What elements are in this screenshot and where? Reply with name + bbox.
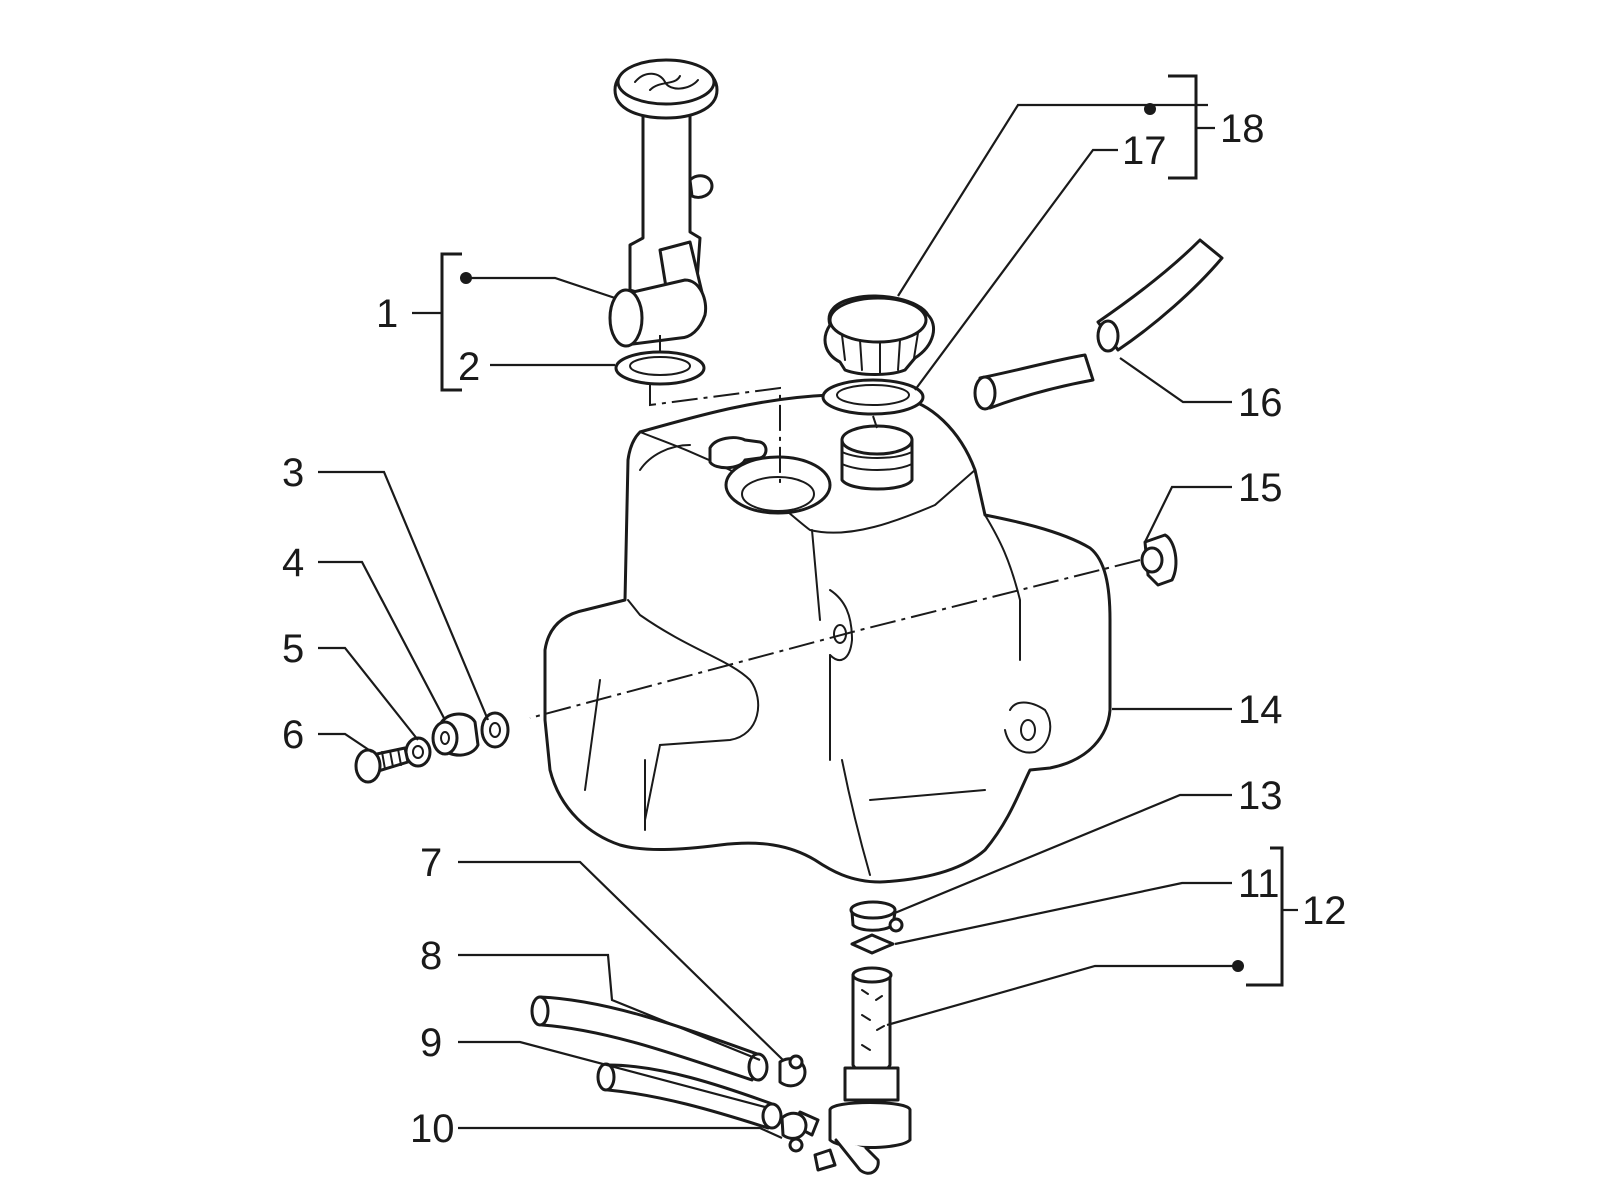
callout-2: 2 [458, 345, 480, 389]
bracket-12 [1246, 846, 1284, 987]
vent-hoses [973, 238, 1224, 411]
callout-3: 3 [282, 451, 304, 495]
callout-12: 12 [1302, 889, 1347, 933]
callout-8: 8 [420, 934, 442, 978]
gasket-washer-2 [614, 350, 706, 386]
fuel-hoses [530, 995, 783, 1130]
rubber-bushing-4 [431, 712, 480, 757]
bracket-1 [440, 252, 462, 392]
clip-nut [1140, 533, 1178, 587]
hose-clamp-13 [849, 900, 904, 933]
sub-assembly-dot-18 [1144, 103, 1156, 115]
callout-13: 13 [1238, 774, 1283, 818]
callout-18: 18 [1220, 107, 1265, 151]
assembly-axis-mounting [529, 559, 1141, 719]
tap-gasket-11 [850, 933, 895, 955]
hose-clips [778, 1054, 808, 1153]
callout-6: 6 [282, 713, 304, 757]
sub-assembly-dot-12 [1232, 960, 1244, 972]
fuel-tap-12 [791, 966, 912, 1175]
flat-washer-3 [480, 711, 510, 749]
callout-10: 10 [410, 1107, 455, 1151]
callout-16: 16 [1238, 381, 1283, 425]
spacer-5 [404, 736, 432, 768]
callout-14: 14 [1238, 688, 1283, 732]
callout-5: 5 [282, 627, 304, 671]
sub-assembly-dot-1 [460, 272, 472, 284]
assembly-axis-filler [649, 385, 781, 485]
callout-9: 9 [420, 1021, 442, 1065]
callout-1: 1 [376, 292, 398, 336]
fuel-tank [543, 393, 1112, 884]
cap-gasket-17 [821, 378, 925, 416]
oil-filler-cap [823, 294, 936, 376]
leader-lines [318, 103, 1238, 1140]
bracket-18 [1168, 74, 1198, 180]
callout-11: 11 [1238, 862, 1280, 906]
screw-6 [354, 746, 410, 784]
callout-labels: 1 2 3 4 5 6 7 8 9 10 11 12 13 14 15 16 1… [282, 107, 1347, 1151]
assembly-axis-cap [872, 415, 878, 429]
callout-4: 4 [282, 541, 304, 585]
callout-15: 15 [1238, 466, 1283, 510]
callout-7: 7 [420, 841, 442, 885]
fuel-filler-neck [608, 58, 719, 365]
callout-17: 17 [1122, 129, 1167, 173]
